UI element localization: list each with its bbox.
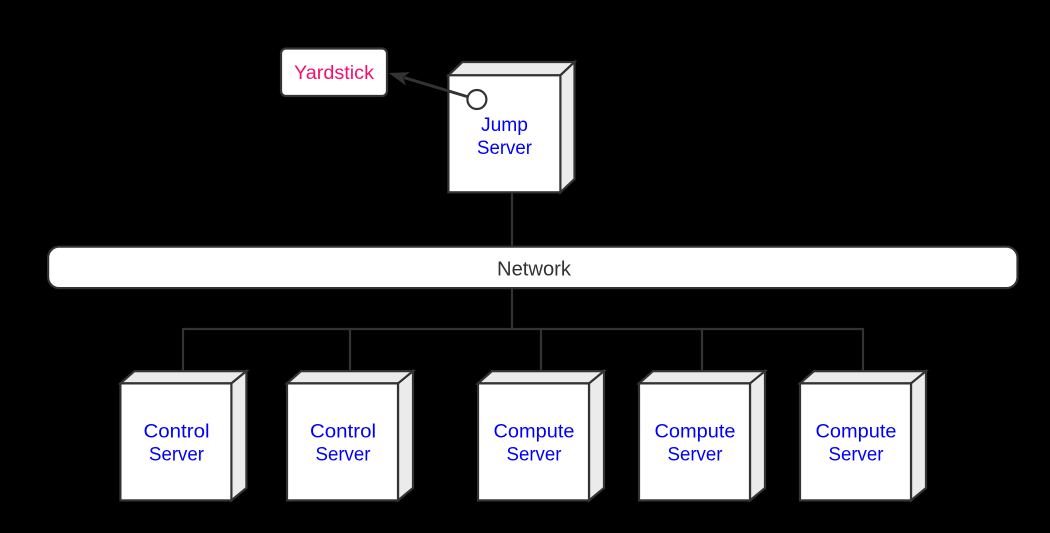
svg-text:Yardstick: Yardstick — [294, 63, 375, 84]
svg-text:Compute: Compute — [816, 422, 897, 443]
svg-text:Compute: Compute — [494, 422, 575, 443]
svg-text:Network: Network — [497, 258, 572, 280]
svg-text:Server: Server — [829, 445, 885, 466]
svg-text:Control: Control — [310, 422, 376, 443]
svg-text:Server: Server — [668, 445, 724, 466]
svg-text:Server: Server — [507, 445, 563, 466]
svg-text:Server: Server — [477, 138, 533, 159]
svg-text:Compute: Compute — [655, 422, 736, 443]
svg-text:Jump: Jump — [481, 115, 528, 136]
svg-text:Server: Server — [149, 445, 205, 466]
svg-text:Server: Server — [316, 445, 372, 466]
svg-text:Control: Control — [144, 422, 210, 443]
